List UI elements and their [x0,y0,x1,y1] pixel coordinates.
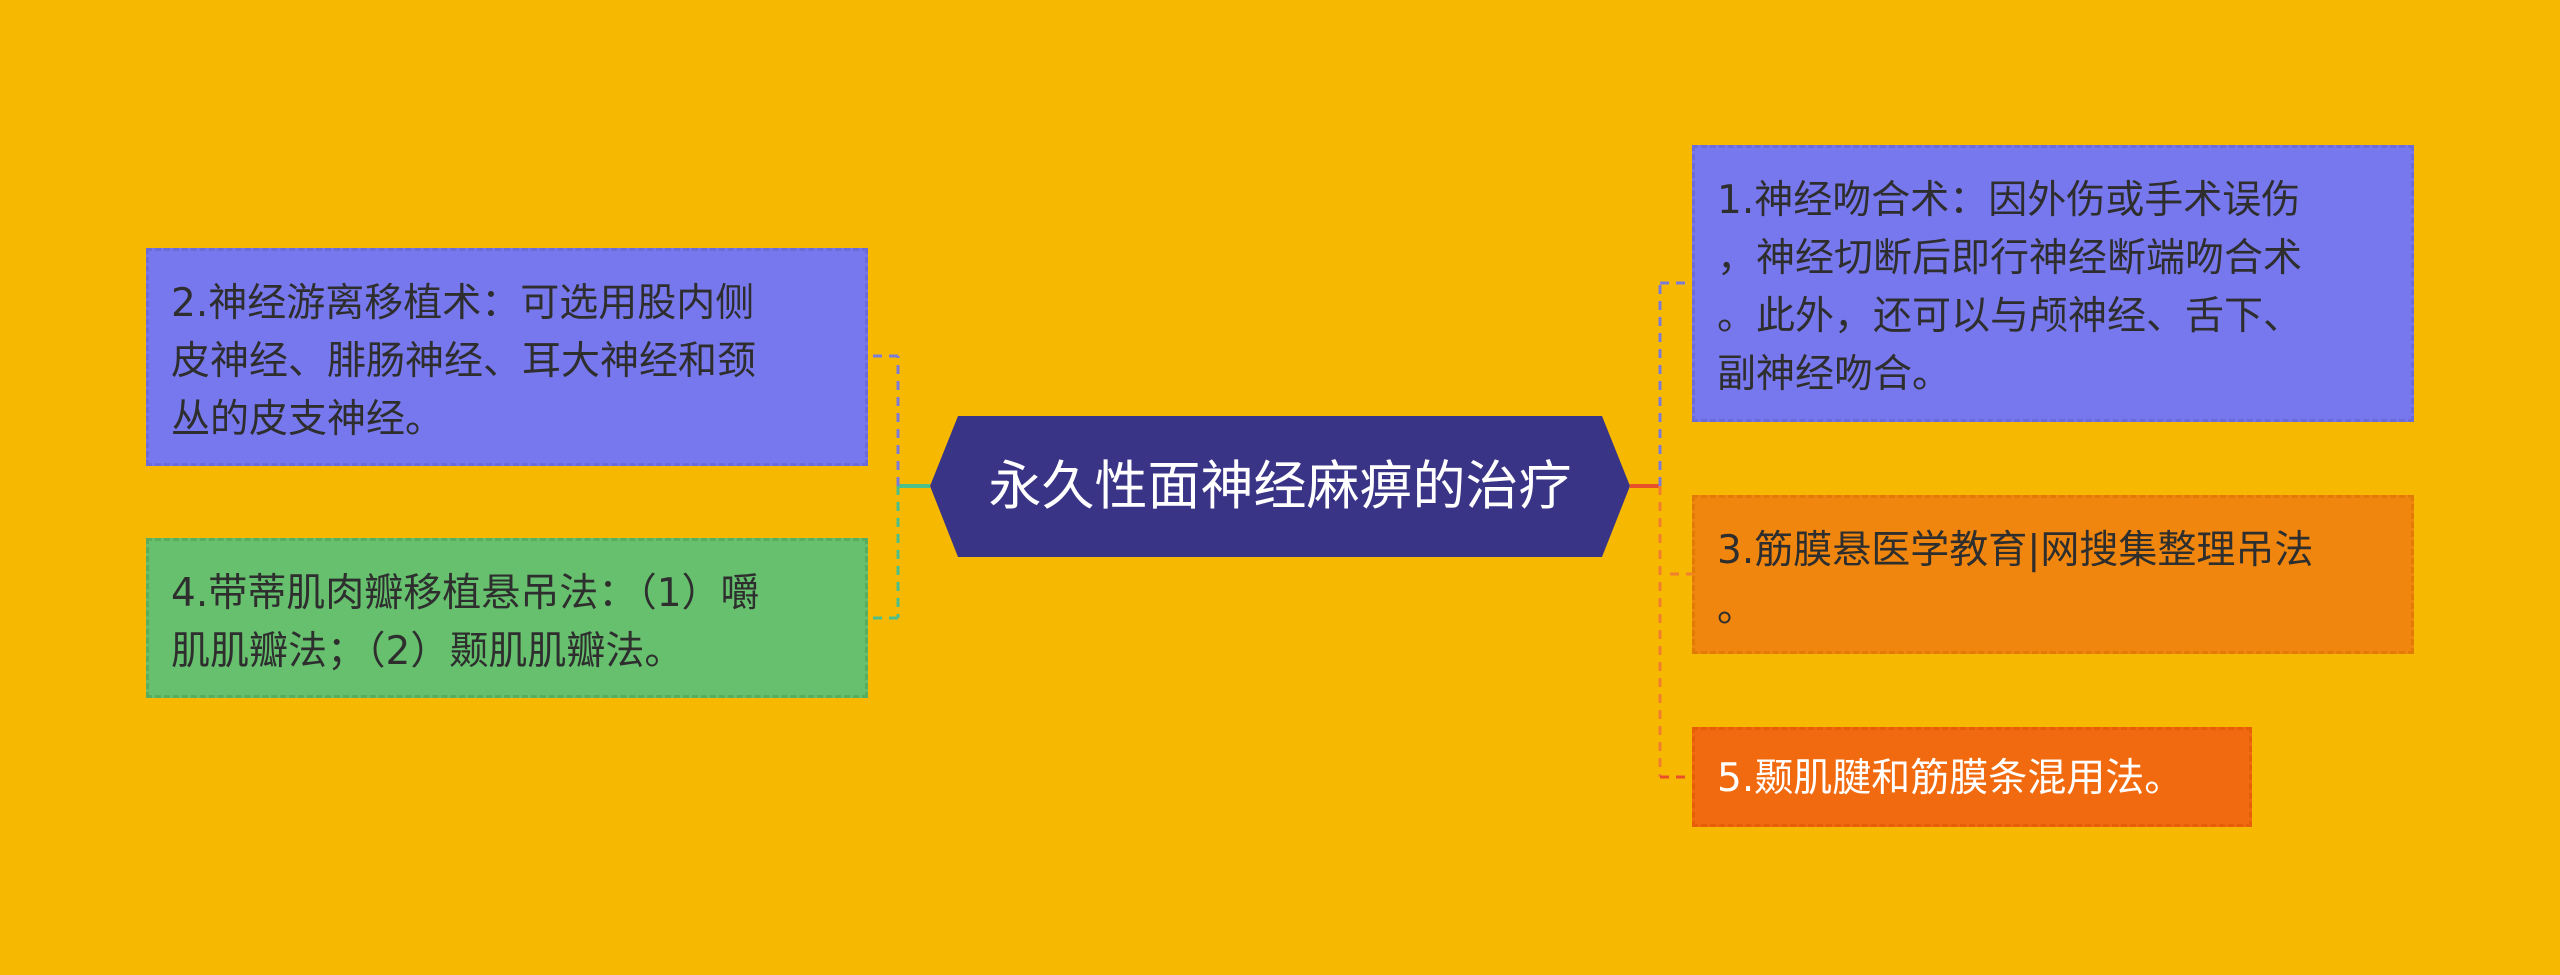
node-2-line-1: 2.神经游离移植术：可选用股内侧 [171,281,755,326]
node-2-line-3: 丛的皮支神经。 [171,397,445,442]
node-1-line-1: 1.神经吻合术：因外伤或手术误伤 [1717,178,2301,223]
node-3-line-1: 3.筋膜悬医学教育|网搜集整理吊法 [1717,528,2314,573]
central-topic-label: 永久性面神经麻痹的治疗 [988,456,1572,517]
topic-node-1[interactable]: 1.神经吻合术：因外伤或手术误伤 ，神经切断后即行神经断端吻合术 。此外，还可以… [1692,145,2414,422]
node-2-line-2: 皮神经、腓肠神经、耳大神经和颈 [171,339,757,384]
node-1-line-3: 。此外，还可以与颅神经、舌下、 [1717,294,2303,339]
central-topic-shape [930,416,1630,557]
topic-node-5[interactable]: 5.颞肌腱和筋膜条混用法。 [1692,727,2252,827]
node-5-line-1: 5.颞肌腱和筋膜条混用法。 [1717,756,2184,801]
node-3-line-2: 。 [1717,586,1757,631]
central-topic[interactable]: 永久性面神经麻痹的治疗 [930,416,1630,557]
topic-node-3[interactable]: 3.筋膜悬医学教育|网搜集整理吊法 。 [1692,495,2414,654]
node-4-line-2: 肌肌瓣法；（2）颞肌肌瓣法。 [171,629,684,674]
topic-node-2[interactable]: 2.神经游离移植术：可选用股内侧 皮神经、腓肠神经、耳大神经和颈 丛的皮支神经。 [146,248,868,466]
topic-node-4[interactable]: 4.带蒂肌肉瓣移植悬吊法：（1）嚼 肌肌瓣法；（2）颞肌肌瓣法。 [146,538,868,698]
node-1-line-4: 副神经吻合。 [1717,352,1952,397]
node-1-line-2: ，神经切断后即行神经断端吻合术 [1717,236,2303,281]
node-4-line-1: 4.带蒂肌肉瓣移植悬吊法：（1）嚼 [171,571,760,616]
